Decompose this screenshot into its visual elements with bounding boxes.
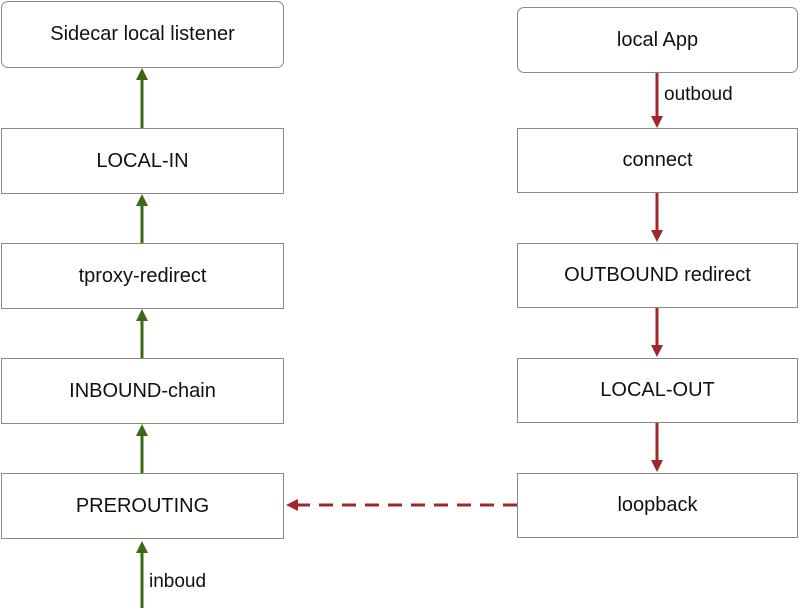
inbound-chain-label: INBOUND-chain bbox=[69, 379, 216, 402]
loopback-node: loopback bbox=[517, 473, 798, 538]
tproxy-redirect-node: tproxy-redirect bbox=[1, 243, 284, 309]
tproxy-redirect-label: tproxy-redirect bbox=[78, 264, 207, 287]
inbound-chain-node: INBOUND-chain bbox=[1, 358, 284, 424]
local-in-label: LOCAL-IN bbox=[96, 149, 189, 172]
outbound-edge-label: outboud bbox=[664, 84, 733, 105]
prerouting-label: PREROUTING bbox=[75, 494, 210, 517]
prerouting-node: PREROUTING bbox=[1, 473, 284, 539]
local-app-node: local App bbox=[517, 7, 798, 73]
local-in-node: LOCAL-IN bbox=[1, 128, 284, 194]
inbound-edge-label: inboud bbox=[149, 571, 207, 592]
local-out-node: LOCAL-OUT bbox=[517, 358, 798, 423]
connect-node: connect bbox=[517, 128, 798, 193]
outbound-redirect-node: OUTBOUND redirect bbox=[517, 243, 798, 308]
connect-label: connect bbox=[622, 149, 693, 171]
sidecar-local-listener-node: Sidecar local listener bbox=[1, 1, 284, 68]
local-out-label: LOCAL-OUT bbox=[600, 379, 715, 401]
local-app-label: local App bbox=[616, 28, 699, 51]
loopback-label: loopback bbox=[617, 494, 698, 516]
sidecar-local-listener-label: Sidecar local listener bbox=[50, 23, 235, 45]
outbound-redirect-label: OUTBOUND redirect bbox=[564, 264, 751, 286]
